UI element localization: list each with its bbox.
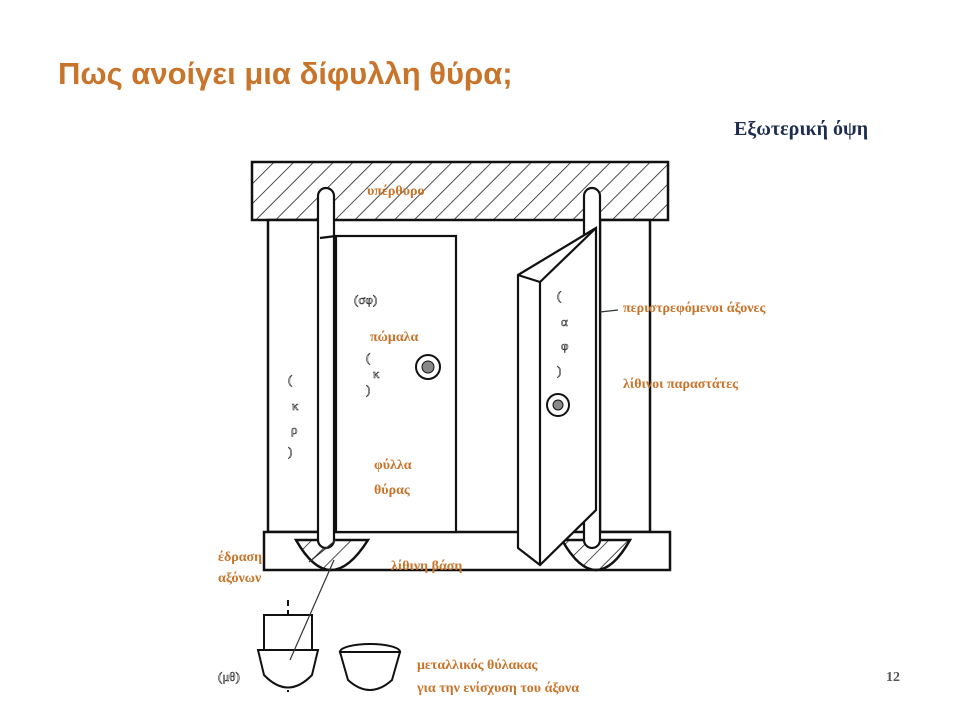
right-leaf-glyph-4: ) xyxy=(557,363,561,378)
right-leaf-glyph-3: φ xyxy=(561,338,569,353)
metal-guards xyxy=(256,600,402,692)
left-leaf-glyph-1: ( xyxy=(366,350,370,365)
door-leaf-label-1: φύλλα xyxy=(374,458,412,473)
right-leaf-glyph-2: α xyxy=(561,314,568,329)
left-pivot-socket xyxy=(293,538,371,572)
lintel-label: υπέρθυρο xyxy=(367,184,424,199)
door-leaf-label-2: θύρας xyxy=(374,483,411,498)
left-jamb-glyph-3: ρ xyxy=(291,422,298,437)
left-jamb-glyph-4: ) xyxy=(288,444,292,459)
left-door-leaf xyxy=(319,234,458,534)
leaders xyxy=(289,309,619,661)
stone-base-label: λίθινη βάση xyxy=(391,559,462,574)
bottom-glyph: (μθ) xyxy=(218,669,240,684)
left-leaf-glyph-3: ) xyxy=(366,382,370,397)
right-jamb xyxy=(598,218,652,534)
right-door-leaf xyxy=(516,226,598,567)
lintel-block xyxy=(250,160,670,222)
view-label: Εξωτερική όψη xyxy=(734,118,869,140)
metal-guard-label-1: μεταλλικός θύλακας xyxy=(417,658,539,673)
right-pivot-socket xyxy=(559,538,633,572)
leaf-panel-label: πώμαλα xyxy=(370,330,419,345)
left-leaf-glyph-2: κ xyxy=(373,366,380,381)
page-number: 12 xyxy=(886,670,900,685)
left-axis xyxy=(316,186,336,550)
slide-title: Πως ανοίγει μια δίφυλλη θύρα; xyxy=(58,56,513,91)
right-leaf-glyph-1: ( xyxy=(557,288,561,303)
frame xyxy=(250,160,672,572)
axis-seating-label-2: αξόνων xyxy=(218,571,262,586)
metal-guard-label-2: για την ενίσχυση του άξονα xyxy=(416,681,579,696)
stone-jambs-label: λίθινοι παραστάτες xyxy=(623,377,739,392)
left-jamb xyxy=(266,218,328,534)
rotating-axes-label: περιστρεφόμενοι άξονες xyxy=(623,301,766,316)
left-jamb-glyph-2: κ xyxy=(292,398,299,413)
left-jamb-glyph-1: ( xyxy=(288,372,292,387)
left-axis-glyph: (σφ) xyxy=(354,292,377,307)
axis-seating-label-1: έδραση xyxy=(218,550,262,565)
